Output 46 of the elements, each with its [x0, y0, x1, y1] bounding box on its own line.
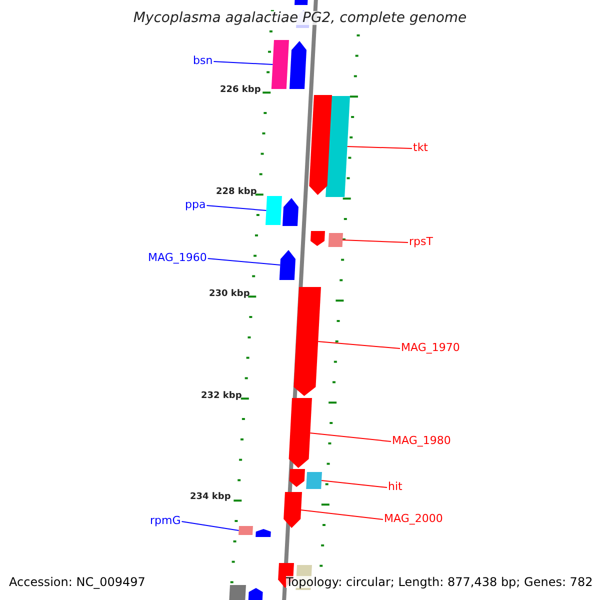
gene-label: MAG_1980 [392, 435, 451, 446]
gene-block [279, 250, 296, 280]
leader-line [206, 205, 267, 211]
gene-block [328, 233, 343, 247]
gene-label: rpmG [150, 515, 181, 526]
scale-label: 232 kbp [201, 392, 242, 401]
gene-block [294, 287, 321, 396]
gene-block [310, 231, 325, 246]
title: Mycoplasma agalactiae PG2, complete genome [133, 11, 467, 25]
gene-block [289, 469, 305, 487]
gene-label: ppa [185, 199, 206, 210]
gene-block [294, 0, 308, 5]
leader-line [310, 432, 392, 442]
scale-label: 228 kbp [216, 188, 257, 197]
gene-block [290, 41, 306, 89]
gene-label: tkt [413, 142, 428, 153]
gene-block [266, 196, 282, 225]
info-text: Topology: circular; Length: 877,438 bp; Genes: 782 [286, 576, 593, 588]
gene-label: rpsT [409, 236, 433, 247]
gene-block [256, 529, 271, 537]
leader-line [300, 510, 384, 520]
gene-block [284, 492, 302, 528]
gene-label: bsn [193, 55, 213, 66]
gene-block [309, 95, 332, 195]
leader-line [346, 146, 412, 149]
leader-line [342, 240, 408, 243]
gene-label: hit [388, 481, 402, 492]
leader-line [207, 258, 281, 266]
gene-block [229, 585, 246, 600]
gene-block [248, 588, 263, 600]
scale-label: 230 kbp [209, 290, 250, 299]
gene-block [282, 198, 298, 226]
gene-block [326, 96, 350, 197]
gene-label: MAG_1970 [401, 342, 460, 353]
gene-block [271, 40, 289, 89]
leader-line [213, 61, 274, 65]
gene-label: MAG_2000 [384, 513, 443, 524]
leader-line [321, 480, 388, 488]
gene-block [238, 526, 253, 535]
leader-line [318, 341, 400, 349]
scale-label: 234 kbp [190, 493, 231, 502]
scale-label: 226 kbp [220, 86, 261, 95]
gene-block [306, 472, 322, 489]
info-text: Accession: NC_009497 [9, 576, 146, 588]
leader-line [181, 521, 240, 531]
gene-label: MAG_1960 [148, 252, 207, 263]
